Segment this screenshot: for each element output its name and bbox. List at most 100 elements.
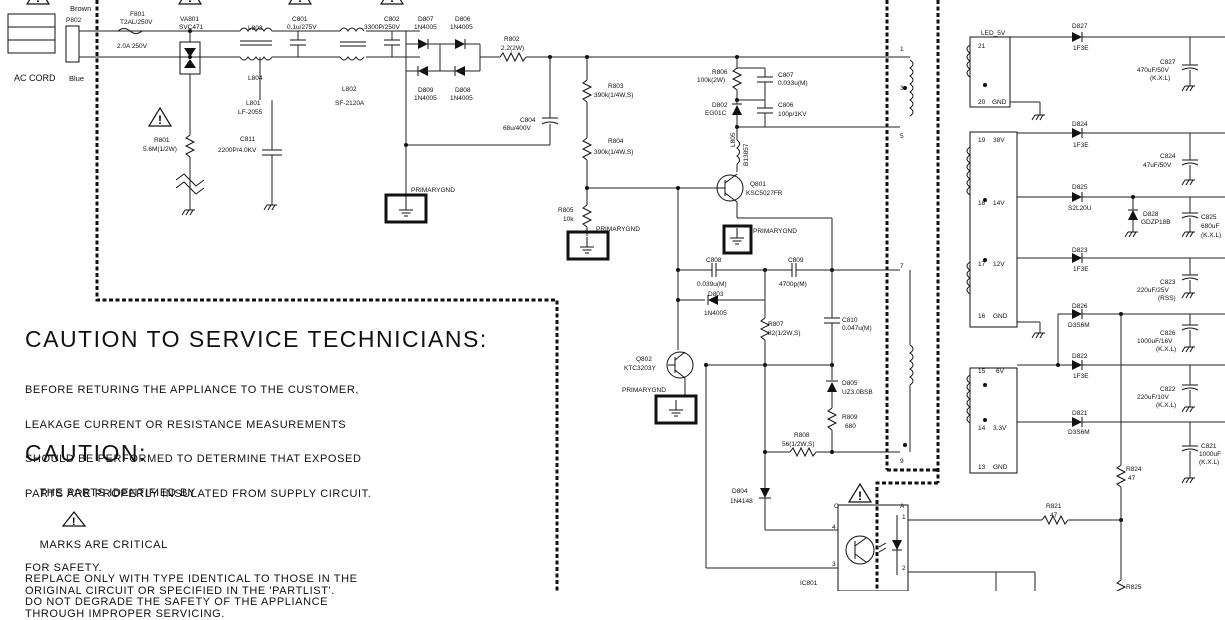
l805-value: B13857 (743, 143, 750, 166)
warn-mark (849, 484, 871, 503)
brown-label: Brown (70, 4, 91, 13)
c823-value: 220uF/25V (1137, 287, 1169, 294)
c826-ref: C826 (1160, 330, 1176, 337)
l802-value: SF-2120A (335, 100, 365, 107)
r807-ref: R807 (768, 321, 784, 328)
r821-ref: R821 (1046, 503, 1062, 510)
r824-value: 47 (1128, 475, 1136, 482)
varistor-va801 (180, 31, 200, 135)
q801-value: KSC5027FR (746, 190, 783, 197)
caution-line-4: ORIGINAL CIRCUIT OR SPECIFIED IN THE 'PA… (25, 586, 358, 598)
d806-ref: D806 (455, 16, 471, 23)
warning-triangle-icon: ! (40, 499, 64, 513)
c809-value: 4700p(M) (779, 281, 807, 288)
sec-pin-17: 17 (978, 261, 986, 268)
c825-value: 680uF (1201, 223, 1219, 230)
d809-value: 1N4005 (414, 95, 437, 102)
d802-ref: D802 (712, 102, 728, 109)
c822-ref: C822 (1160, 386, 1176, 393)
c802-ref: C802 (384, 16, 400, 23)
optocoupler-ic801 (838, 505, 908, 591)
f801-value: T2AL/250V (120, 19, 153, 26)
c802-value: 3300P/250V (364, 24, 400, 31)
sec-12v: 12V (993, 261, 1005, 268)
d828-ref: D828 (1143, 211, 1159, 218)
sec-gnd-13: GND (993, 464, 1008, 471)
d823-ref: D823 (1072, 247, 1088, 254)
ic801-ref: IC801 (800, 580, 818, 587)
c827-value: 470uF/50V (1137, 67, 1169, 74)
d821-value: D3S6M (1068, 429, 1090, 436)
r805-value: 10k (563, 216, 574, 223)
d803-value: 1N4005 (704, 310, 727, 317)
d803-ref: D803 (708, 291, 724, 298)
tr-pin-3: 3 (900, 85, 904, 92)
opto-pin-4: 4 (832, 524, 836, 531)
c809-ref: C809 (788, 257, 804, 264)
r808-ref: R808 (794, 432, 810, 439)
d821-ref: D821 (1072, 410, 1088, 417)
r803-ref: R803 (608, 83, 624, 90)
c811-value: 2200P/4.0KV (218, 147, 257, 154)
warn-mark (27, 0, 49, 5)
l804-ref: L804 (248, 75, 263, 82)
caution-service-line-2: LEAKAGE CURRENT OR RESISTANCE MEASUREMEN… (25, 420, 371, 432)
ac-cord-block (8, 14, 97, 62)
caution-service-title: CAUTION TO SERVICE TECHNICIANS: (25, 326, 488, 353)
d805-value: UZ3.0BSB (842, 389, 873, 396)
r802-ref: R802 (504, 36, 520, 43)
primary-gnd-label-4: PRIMARYGND (622, 387, 666, 394)
tr-pin-9: 9 (900, 458, 904, 465)
sec-led5v-name: LED_5V (981, 30, 1006, 37)
sec-pin-14: 14 (978, 425, 986, 432)
d828-value: GDZP18B (1141, 219, 1171, 226)
sec-14v: 14V (993, 200, 1005, 207)
caution-line-3: REPLACE ONLY WITH TYPE IDENTICAL TO THOS… (25, 574, 358, 586)
r805-ref: R805 (558, 207, 574, 214)
c801-ref: C801 (292, 16, 308, 23)
line-filter-l803-l804 (240, 28, 272, 60)
caution-line-5: DO NOT DEGRADE THE SAFETY OF THE APPLIAN… (25, 597, 358, 609)
svg-text:!: ! (71, 516, 75, 527)
caution-line-6: THROUGH IMPROPER SERVICING. (25, 609, 358, 620)
caution-title: CAUTION: (25, 440, 147, 467)
d827-value: 1F3E (1073, 45, 1089, 52)
primary-gnd-label-2: PRIMARYGND (596, 226, 640, 233)
d823-value: 1F3E (1073, 266, 1089, 273)
c825-note: (K.X.L) (1201, 232, 1221, 239)
d827-ref: D827 (1072, 23, 1088, 30)
c826-value: 1000uF/16V (1137, 338, 1173, 345)
r801-ref: R801 (154, 137, 170, 144)
d806-value: 1N4005 (450, 24, 473, 31)
opto-pin-c: C (834, 503, 839, 510)
c806-value: 100p/1KV (778, 111, 807, 118)
caution-line-1b: MARKS ARE CRITICAL (40, 539, 168, 551)
c826-note: (K.X.L) (1156, 346, 1176, 353)
q802-ref: Q802 (636, 356, 652, 363)
r809-value: 680 (845, 423, 856, 430)
r806-value: 100k(2W) (697, 77, 725, 84)
caution-line-1a: THE PARTS IDENTIFIED BY (39, 487, 195, 499)
d808-ref: D808 (455, 87, 471, 94)
d824-value: 1F3E (1073, 142, 1089, 149)
sec-3v3: 3.3V (993, 425, 1007, 432)
c807-value: 0.033u(M) (778, 80, 808, 87)
c806-ref: C806 (778, 102, 794, 109)
primary-gnd-label-1: PRIMARYGND (411, 187, 455, 194)
q802-value: KTC3203Y (624, 365, 656, 372)
tr-pin-5: 5 (900, 133, 904, 140)
r807-value: 82(1/2W,S) (768, 330, 801, 337)
warn-mark (289, 0, 311, 5)
transformer-primary (900, 57, 913, 452)
d807-value: 1N4005 (414, 24, 437, 31)
l802-ref: L802 (342, 86, 357, 93)
r824-ref: R824 (1126, 466, 1142, 473)
blue-label: Blue (69, 74, 84, 83)
sec-pin-20: 20 (978, 99, 986, 106)
warn-mark (149, 108, 171, 127)
transistor-q802 (667, 352, 693, 378)
l803-ref: L803 (248, 25, 263, 32)
d822-value: 1F3E (1073, 373, 1089, 380)
opto-pin-3: 3 (832, 561, 836, 568)
opto-pin-2: 2 (902, 565, 906, 572)
